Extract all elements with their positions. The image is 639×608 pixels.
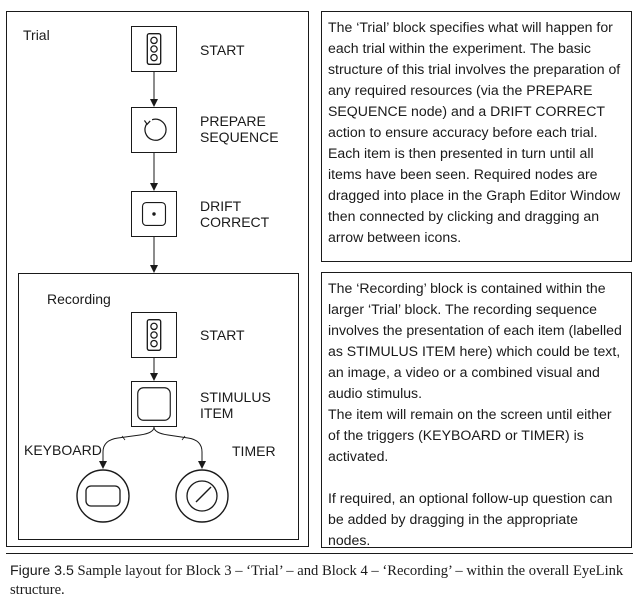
recording-block: [18, 273, 299, 540]
dial-icon: [186, 480, 218, 512]
prepare-sequence-label-line1: PREPARE: [200, 113, 266, 129]
drift-correct-label: DRIFT CORRECT: [200, 198, 269, 230]
prepare-sequence-node[interactable]: [131, 107, 177, 153]
trial-start-label: START: [200, 42, 245, 58]
circular-arrow-icon: [143, 118, 167, 141]
timer-node[interactable]: [175, 469, 229, 523]
figure-caption: Figure 3.5 Sample layout for Block 3 – ‘…: [10, 562, 632, 600]
recording-description-para3: If required, an optional follow-up quest…: [328, 490, 613, 548]
rounded-square-icon: [137, 387, 171, 421]
arrow-stimulus-to-keyboard: [99, 426, 155, 469]
recording-description-para1: The ‘Recording’ block is contained withi…: [328, 280, 622, 401]
drift-correct-label-line1: DRIFT: [200, 198, 242, 214]
trial-start-node[interactable]: [131, 26, 177, 72]
recording-description-para2: The item will remain on the screen until…: [328, 406, 612, 464]
arrow-stimulus-to-timer: [153, 426, 206, 469]
prepare-sequence-label: PREPARE SEQUENCE: [200, 113, 279, 145]
timer-label: TIMER: [232, 443, 276, 459]
recording-start-node[interactable]: [131, 312, 177, 358]
trial-description-box: The ‘Trial’ block specifies what will ha…: [321, 11, 632, 262]
figure-label: Figure 3.5: [10, 563, 74, 579]
recording-start-label: START: [200, 327, 245, 343]
caption-rule: [6, 553, 633, 554]
stimulus-item-node[interactable]: [131, 381, 177, 427]
connector-tick-right: [181, 435, 186, 441]
target-dot-icon: [141, 201, 167, 227]
connector-tick-left: [121, 435, 126, 441]
traffic-light-icon: [146, 33, 162, 65]
stimulus-item-label: STIMULUS ITEM: [200, 389, 271, 421]
figure-caption-text: Sample layout for Block 3 – ‘Trial’ – an…: [10, 563, 624, 598]
traffic-light-icon: [146, 319, 162, 351]
stimulus-item-label-line1: STIMULUS: [200, 389, 271, 405]
trial-block: [6, 11, 309, 547]
stimulus-item-label-line2: ITEM: [200, 405, 234, 421]
flow-connectors: [76, 72, 229, 523]
prepare-sequence-label-line2: SEQUENCE: [200, 129, 279, 145]
recording-description-box: The ‘Recording’ block is contained withi…: [321, 272, 632, 548]
keyboard-label: KEYBOARD: [24, 442, 102, 458]
recording-block-title: Recording: [47, 291, 111, 307]
keyboard-node[interactable]: [76, 469, 130, 523]
keyboard-key-icon: [85, 485, 121, 507]
trial-block-title: Trial: [23, 27, 50, 43]
drift-correct-label-line2: CORRECT: [200, 214, 270, 230]
trial-description-text: The ‘Trial’ block specifies what will ha…: [328, 19, 621, 245]
drift-correct-node[interactable]: [131, 191, 177, 237]
